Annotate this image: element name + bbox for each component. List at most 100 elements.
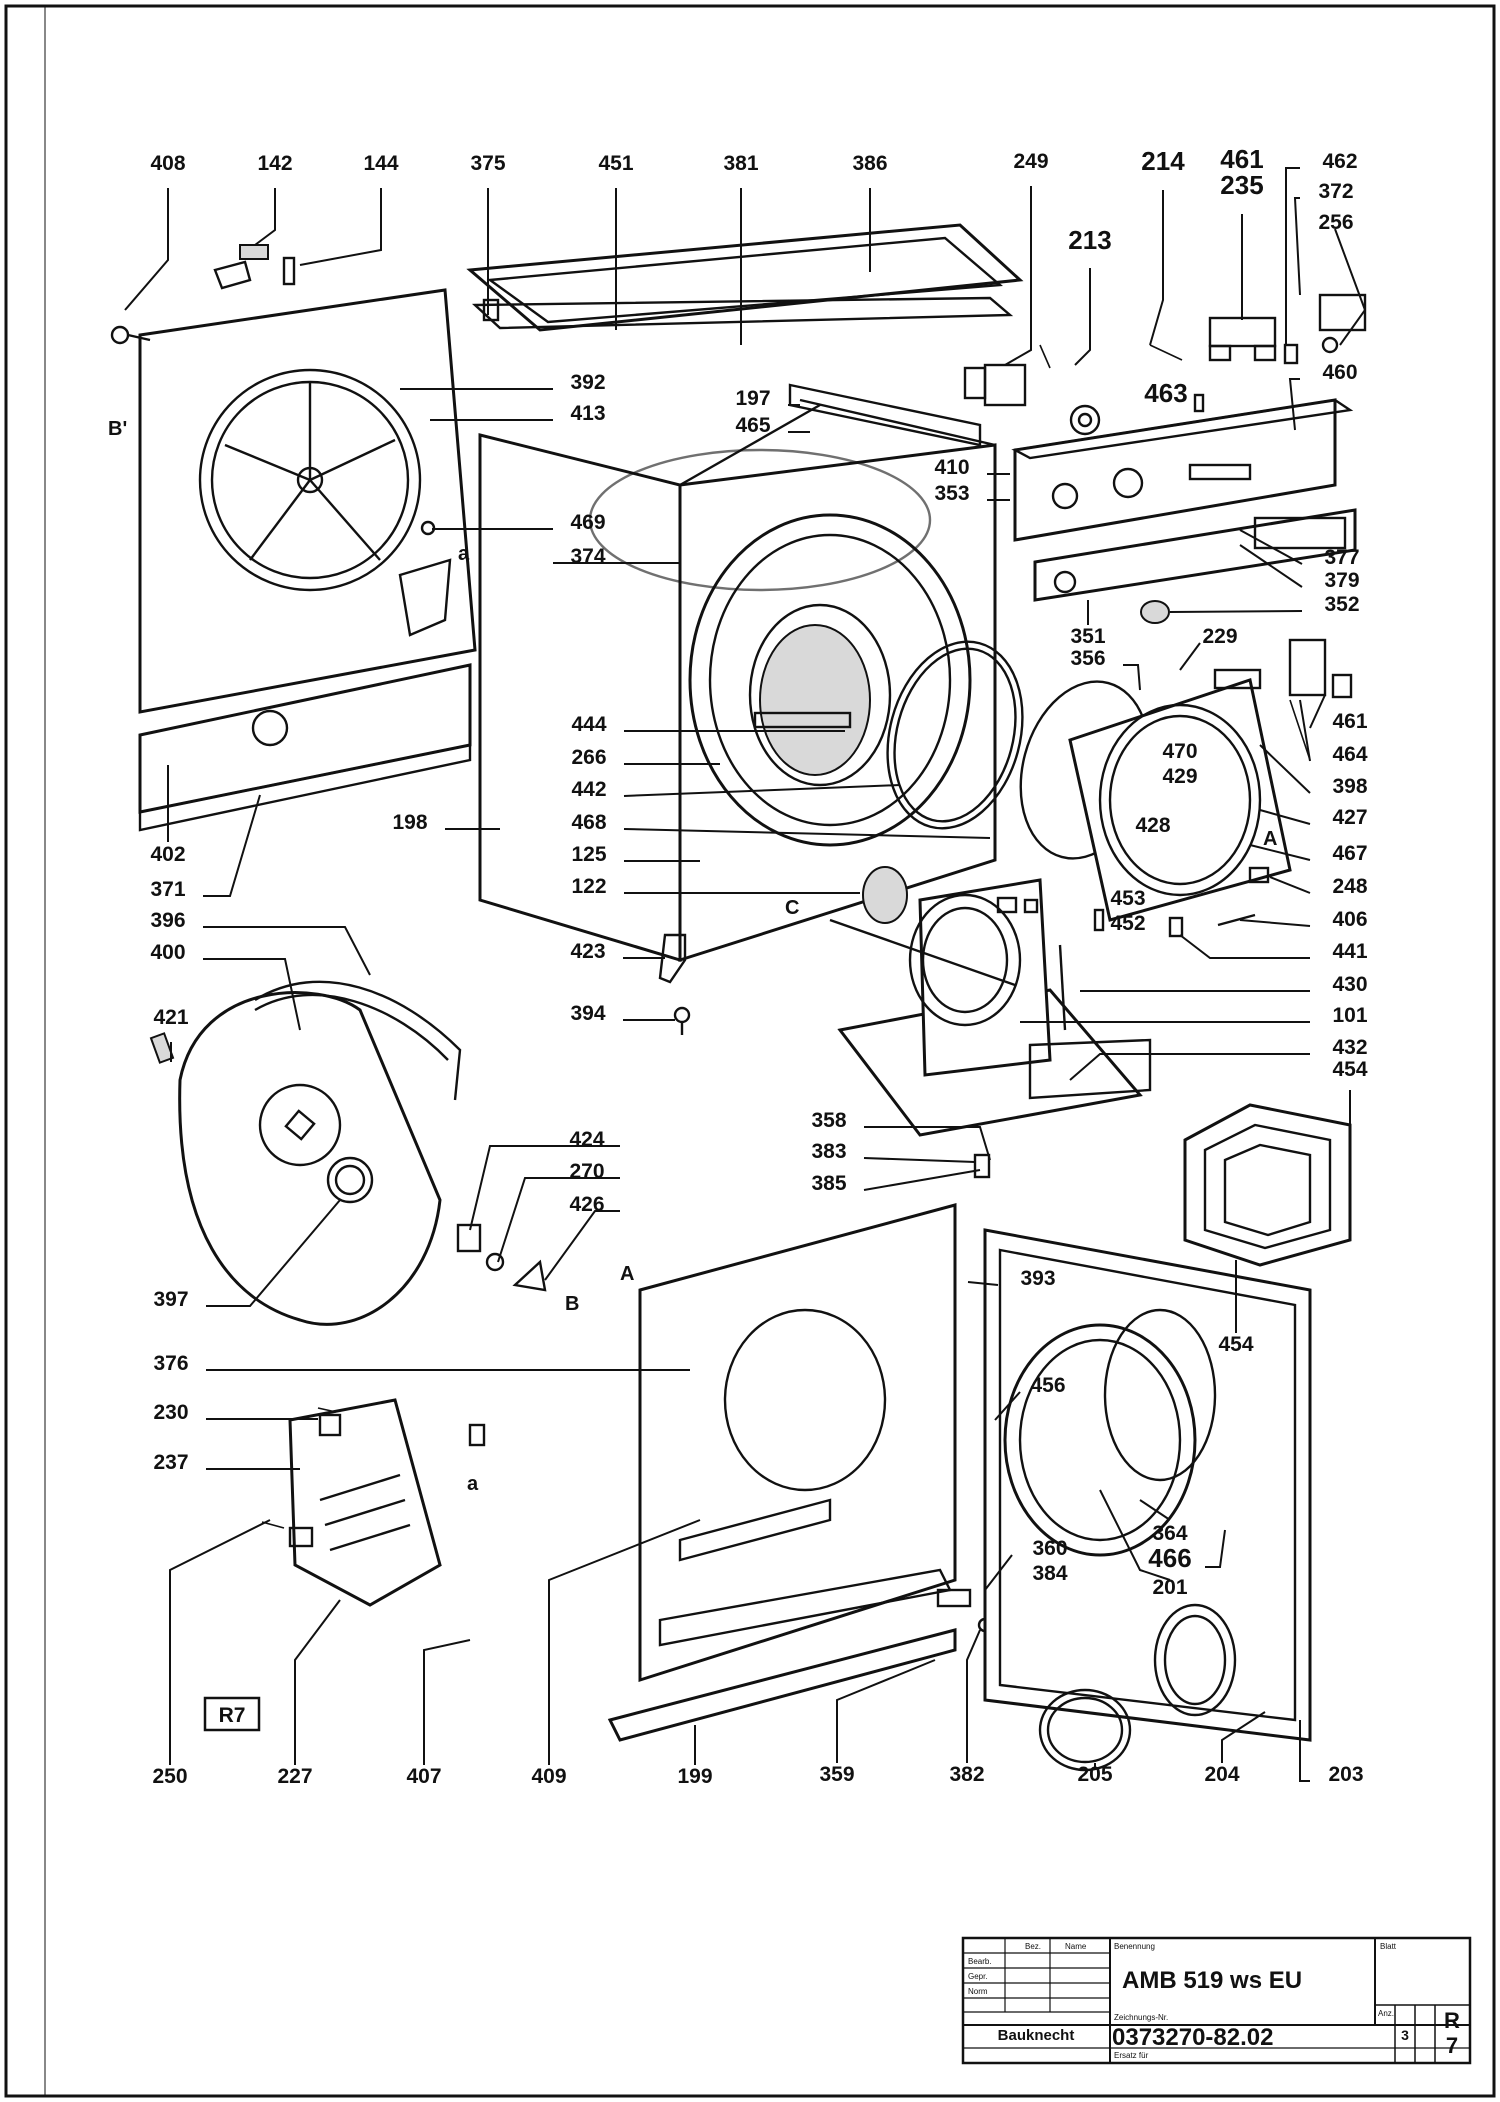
top-cover-386 xyxy=(466,223,1024,332)
tb-row-bearb: Bearb. xyxy=(968,1957,992,1966)
callout-444: 444 xyxy=(571,713,606,736)
callout-377: 377 xyxy=(1324,546,1359,569)
callout-454: 454 xyxy=(1332,1058,1367,1081)
callout-428: 428 xyxy=(1135,814,1170,837)
callout-356: 356 xyxy=(1070,647,1105,670)
tb-brand: Bauknecht xyxy=(998,2027,1075,2044)
cabinet-198 xyxy=(478,383,997,963)
callout-227: 227 xyxy=(277,1765,312,1788)
door-switch-461 xyxy=(1288,638,1353,761)
tb-sheet-number: 7 xyxy=(1446,2033,1458,2058)
callout-398: 398 xyxy=(1332,775,1367,798)
callout-237: 237 xyxy=(153,1451,188,1474)
callout-379: 379 xyxy=(1324,569,1359,592)
callout-142: 142 xyxy=(257,152,292,175)
callout-426: 426 xyxy=(569,1193,604,1216)
leader-lines xyxy=(124,167,1367,1782)
callout-424: 424 xyxy=(569,1128,604,1151)
callout-466: 466 xyxy=(1148,1543,1191,1573)
badge-label: R7 xyxy=(219,1704,246,1727)
callout-409: 409 xyxy=(531,1765,566,1788)
callout-270: 270 xyxy=(569,1160,604,1183)
callout-464: 464 xyxy=(1332,743,1367,766)
callout-385: 385 xyxy=(811,1172,846,1195)
tb-ersatz: Ersatz für xyxy=(1114,2051,1149,2060)
sheet-badge: R7 xyxy=(203,1696,261,1732)
reference-letters: a a A A B C B' xyxy=(108,418,1277,1495)
callout-470: 470 xyxy=(1162,740,1197,763)
callout-266: 266 xyxy=(571,746,606,769)
letter-a1: a xyxy=(458,543,470,565)
callout-376: 376 xyxy=(153,1352,188,1375)
callout-364: 364 xyxy=(1152,1522,1187,1545)
callout-203: 203 xyxy=(1328,1763,1363,1786)
tb-benennung: Benennung xyxy=(1114,1942,1155,1951)
callout-460: 460 xyxy=(1322,361,1357,384)
tb-model: AMB 519 ws EU xyxy=(1122,1967,1302,1994)
callout-454b: 454 xyxy=(1218,1333,1253,1356)
callout-429: 429 xyxy=(1162,765,1197,788)
callout-423: 423 xyxy=(570,940,605,963)
callout-396: 396 xyxy=(150,909,185,932)
rear-panel-413 xyxy=(138,288,477,714)
callout-461: 461 xyxy=(1220,144,1263,174)
callout-250: 250 xyxy=(152,1765,187,1788)
callout-352: 352 xyxy=(1324,593,1359,616)
callout-205: 205 xyxy=(1077,1763,1112,1786)
callout-256: 256 xyxy=(1318,211,1353,234)
callout-122: 122 xyxy=(571,875,606,898)
callout-375: 375 xyxy=(470,152,505,175)
callout-371: 371 xyxy=(150,878,185,901)
callout-453: 453 xyxy=(1110,887,1145,910)
callout-402: 402 xyxy=(150,843,185,866)
callout-427: 427 xyxy=(1332,806,1367,829)
callout-452: 452 xyxy=(1110,912,1145,935)
callout-465: 465 xyxy=(735,414,770,437)
callout-392: 392 xyxy=(570,371,605,394)
tb-blatt: Blatt xyxy=(1380,1942,1397,1951)
callout-351: 351 xyxy=(1070,625,1105,648)
callout-381: 381 xyxy=(723,152,758,175)
front-panel-376 xyxy=(607,1153,993,1742)
callout-249: 249 xyxy=(1013,150,1048,173)
tb-anz-value: 3 xyxy=(1401,2027,1409,2043)
bearing-shield-427 xyxy=(1068,668,1292,922)
callout-199: 199 xyxy=(677,1765,712,1788)
callout-144: 144 xyxy=(363,152,398,175)
callout-451: 451 xyxy=(598,152,633,175)
callout-213: 213 xyxy=(1068,225,1111,255)
callout-441: 441 xyxy=(1332,940,1367,963)
callout-407: 407 xyxy=(406,1765,441,1788)
letter-B2: B xyxy=(565,1293,579,1315)
door-frame-203 xyxy=(983,1228,1312,1772)
callout-229: 229 xyxy=(1202,625,1237,648)
tb-zeichnungsnr: Zeichnungs-Nr. xyxy=(1114,2013,1168,2022)
side-mark: B' xyxy=(108,418,127,440)
title-block: Bez. Name Bearb. Gepr. Norm Benennung Bl… xyxy=(961,1936,1472,2065)
rear-dish-397 xyxy=(178,980,462,1326)
callout-468: 468 xyxy=(571,811,606,834)
callout-397: 397 xyxy=(153,1288,188,1311)
letter-A2: A xyxy=(620,1263,634,1285)
callout-382: 382 xyxy=(949,1763,984,1786)
callout-467: 467 xyxy=(1332,842,1367,865)
letter-A1: A xyxy=(1263,828,1277,850)
callout-214: 214 xyxy=(1141,146,1185,176)
callout-101: 101 xyxy=(1332,1004,1367,1027)
callout-432: 432 xyxy=(1332,1036,1367,1059)
callout-248: 248 xyxy=(1332,875,1367,898)
callout-201: 201 xyxy=(1152,1576,1187,1599)
callout-230: 230 xyxy=(153,1401,188,1424)
callout-353: 353 xyxy=(934,482,969,505)
callout-125: 125 xyxy=(571,843,606,866)
callout-456: 456 xyxy=(1030,1374,1065,1397)
tb-anz: Anz. xyxy=(1378,2009,1394,2018)
callout-410: 410 xyxy=(934,456,969,479)
heater-227 xyxy=(261,1398,486,1607)
tb-row-norm: Norm xyxy=(968,1987,988,1996)
callout-360: 360 xyxy=(1032,1537,1067,1560)
callout-394: 394 xyxy=(570,1002,605,1025)
callout-235: 235 xyxy=(1220,170,1263,200)
callout-406: 406 xyxy=(1332,908,1367,931)
